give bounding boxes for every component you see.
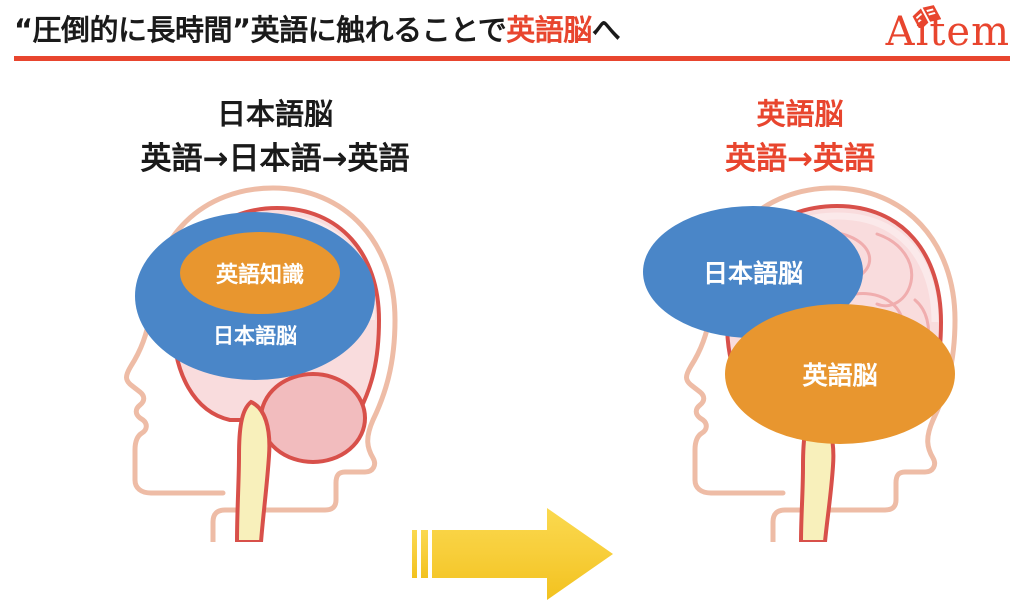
right-head-illustration: 日本語脳 英語脳 — [615, 180, 975, 542]
transformation-arrow — [408, 502, 623, 602]
page-title-highlight: 英語脳 — [506, 13, 592, 47]
open-book-diamond-icon — [912, 5, 941, 28]
page-title-part-2: へ — [591, 13, 621, 47]
right-blue-ellipse-japanese-brain: 日本語脳 — [643, 206, 863, 338]
title-underline-rule — [14, 56, 1010, 61]
right-blue-ellipse-label: 日本語脳 — [702, 259, 803, 288]
page-title: “圧倒的に長時間”英語に触れることで英語脳へ — [14, 10, 621, 50]
right-orange-ellipse-english-brain: 英語脳 — [725, 304, 955, 444]
left-orange-ellipse-english-knowledge: 英語知識 — [180, 232, 340, 314]
right-arrow-icon — [412, 508, 613, 600]
left-heading-line-1: 日本語脳 — [216, 97, 333, 131]
left-heading-line-2: 英語→日本語→英語 — [140, 141, 410, 178]
figure-area: 英語知識 日本語脳 — [0, 180, 1024, 600]
right-heading-line-2: 英語→英語 — [725, 141, 875, 178]
left-column-heading: 日本語脳 英語→日本語→英語 — [60, 96, 490, 179]
slide-header: “圧倒的に長時間”英語に触れることで英語脳へ Aitem — [0, 0, 1024, 62]
aitem-logo: Aitem — [870, 4, 1010, 56]
left-head-illustration: 英語知識 日本語脳 — [55, 180, 415, 542]
left-blue-ellipse-label: 日本語脳 — [213, 324, 297, 348]
left-orange-ellipse-label: 英語知識 — [215, 263, 304, 288]
right-column-heading: 英語脳 英語→英語 — [600, 96, 1000, 179]
right-orange-ellipse-label: 英語脳 — [802, 361, 878, 390]
right-heading-line-1: 英語脳 — [756, 97, 844, 131]
page-title-part-1: “圧倒的に長時間”英語に触れることで — [14, 13, 507, 47]
logo-wordmark: Aitem — [885, 9, 1010, 55]
